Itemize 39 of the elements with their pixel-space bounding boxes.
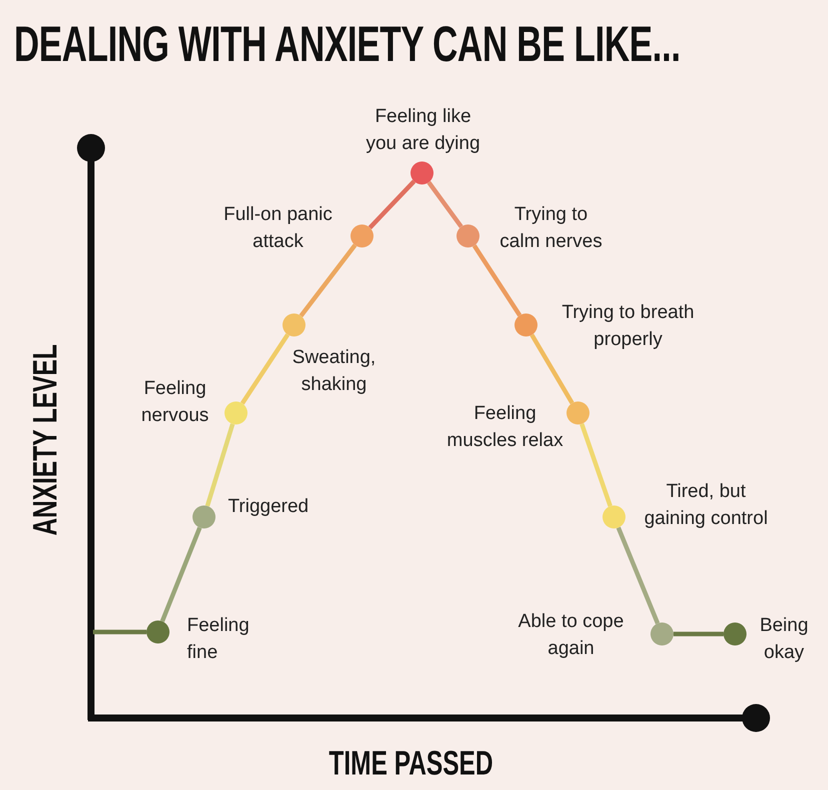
point-label: Full-on panic attack	[222, 203, 334, 254]
line-segment	[299, 244, 357, 318]
line-segment	[160, 526, 202, 622]
line-segment	[472, 244, 522, 317]
line-segment	[426, 180, 464, 228]
point-label: Feeling like you are dying	[364, 105, 482, 156]
data-point	[456, 224, 480, 248]
data-point	[146, 620, 170, 644]
point-label: Sweating, shaking	[291, 346, 377, 397]
point-label: Tired, but gaining control	[643, 480, 769, 531]
line-segment	[368, 180, 416, 230]
data-point	[724, 622, 746, 646]
data-point	[514, 314, 538, 336]
point-label: Feeling fine	[187, 614, 247, 665]
line-segment	[530, 334, 574, 404]
axis-title: TIME PASSED	[328, 744, 494, 784]
data-point	[224, 402, 248, 424]
point-label: Feeling muscles relax	[446, 402, 564, 453]
axis-title: ANXIETY LEVEL	[26, 344, 66, 536]
line-segment	[93, 630, 146, 634]
point-label: Triggered	[228, 495, 310, 519]
data-point	[650, 622, 674, 646]
point-label: Trying to breath properly	[560, 301, 696, 352]
data-point	[566, 402, 590, 424]
title: DEALING WITH ANXIETY CAN BE LIKE...	[14, 16, 680, 72]
data-point	[350, 224, 374, 248]
data-point	[602, 506, 626, 528]
data-point	[410, 162, 434, 184]
line-segment	[240, 333, 290, 405]
line-segment	[580, 423, 612, 507]
point-label: Able to cope again	[517, 610, 625, 661]
point-label: Feeling nervous	[140, 377, 210, 428]
data-point	[282, 314, 306, 336]
point-label: Trying to calm nerves	[498, 203, 604, 254]
line-segment	[616, 526, 660, 624]
point-label: Being okay	[758, 614, 810, 665]
data-point	[192, 506, 216, 528]
line-segment	[205, 423, 235, 507]
line-segment	[674, 632, 724, 636]
